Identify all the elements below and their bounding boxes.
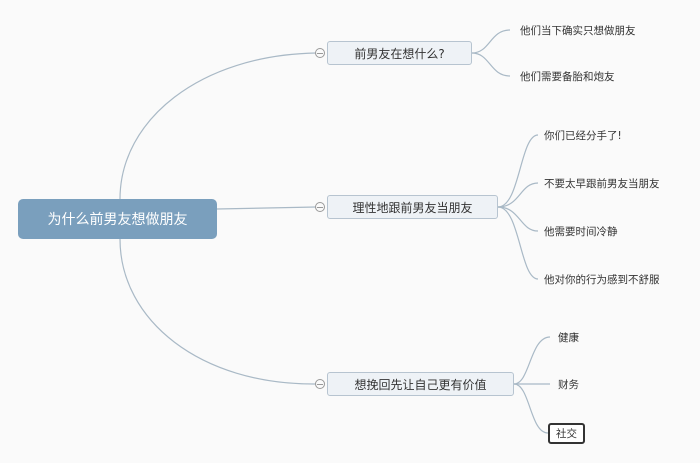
leaf-topic[interactable]: 财务	[558, 379, 579, 391]
leaf-topic[interactable]: 不要太早跟前男友当朋友	[544, 178, 660, 190]
leaf-topic[interactable]: 他对你的行为感到不舒服	[544, 274, 660, 286]
collapse-toggle-icon[interactable]	[315, 202, 325, 212]
branch-topic-label: 理性地跟前男友当朋友	[352, 200, 473, 215]
branch-topic-label: 前男友在想什么?	[354, 46, 445, 61]
root-topic-label: 为什么前男友想做朋友	[47, 212, 188, 228]
branch-topic-1[interactable]: 前男友在想什么?	[327, 41, 472, 65]
root-topic[interactable]: 为什么前男友想做朋友	[18, 199, 217, 239]
leaf-topic[interactable]: 他需要时间冷静	[544, 226, 618, 238]
branch-topic-3[interactable]: 想挽回先让自己更有价值	[327, 372, 514, 396]
leaf-topic[interactable]: 他们当下确实只想做朋友	[520, 25, 636, 37]
collapse-toggle-icon[interactable]	[315, 48, 325, 58]
branch-topic-label: 想挽回先让自己更有价值	[354, 377, 487, 392]
leaf-topic[interactable]: 你们已经分手了!	[544, 130, 622, 142]
branch-topic-2[interactable]: 理性地跟前男友当朋友	[327, 195, 498, 219]
leaf-topic[interactable]: 健康	[558, 332, 579, 344]
leaf-topic-selected[interactable]: 社交	[548, 423, 585, 444]
leaf-topic[interactable]: 他们需要备胎和炮友	[520, 71, 615, 83]
collapse-toggle-icon[interactable]	[315, 379, 325, 389]
